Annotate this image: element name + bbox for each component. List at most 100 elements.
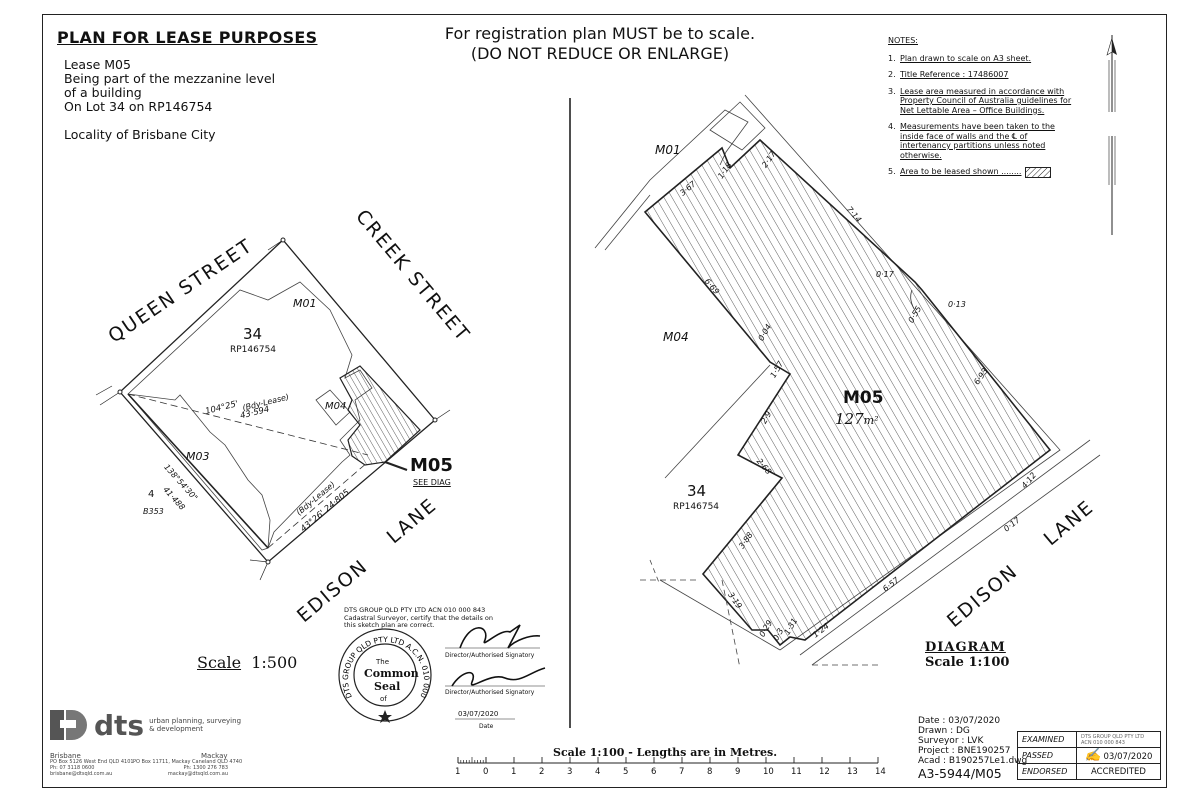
scale-word: Scale xyxy=(197,653,242,672)
left-scale: Scale 1:500 xyxy=(197,653,297,672)
info-surveyor: Surveyor : LVK xyxy=(918,736,984,746)
stamp-examined-label: EXAMINED xyxy=(1017,731,1077,748)
note-number: 5. xyxy=(888,167,896,176)
stamp-endorsed-value: ACCREDITED xyxy=(1076,763,1161,780)
adjoining-plan: B353 xyxy=(143,507,164,516)
unit-label-m04: M04 xyxy=(663,330,689,344)
cert-statement: Cadastral Surveyor, certify that the det… xyxy=(344,613,493,629)
office-line: mackay@dtsqld.com.au xyxy=(167,770,228,777)
cert-date: 03/07/2020 xyxy=(458,710,499,718)
registration-note: For registration plan MUST be to scale. … xyxy=(420,24,780,64)
plan-reference: RP146754 xyxy=(230,345,277,355)
company-tagline: urban planning, surveying & development xyxy=(149,717,241,733)
note-number: 4. xyxy=(888,122,896,131)
notes-heading: NOTES: xyxy=(888,36,918,45)
note-number: 2. xyxy=(888,70,896,79)
scale-tick-label: 6 xyxy=(651,767,657,777)
note-item: 2. Title Reference : 17486007 xyxy=(888,70,1073,80)
see-diagram-note: SEE DIAG xyxy=(413,478,451,487)
logo-row: dts urban planning, surveying & developm… xyxy=(48,708,241,742)
scale-bar xyxy=(457,757,879,764)
note-item: 3. Lease area measured in accordance with… xyxy=(888,87,1073,116)
scale-tick-label: 9 xyxy=(735,767,741,777)
notes-panel: NOTES: 1.Plan drawn to scale on A3 sheet… xyxy=(888,36,1073,185)
seal-the: The xyxy=(376,658,390,666)
note-item: 1.Plan drawn to scale on A3 sheet. xyxy=(888,54,1073,64)
office-mackay-details: PO Box 11711, Mackay Caneland QLD 4740 P… xyxy=(133,759,243,777)
tagline-line: urban planning, surveying xyxy=(149,717,242,725)
scale-tick-label: 1 xyxy=(511,767,517,777)
diagram-label: DIAGRAM Scale 1:100 xyxy=(925,640,1009,670)
office-line: Ph: 07 3118 0600 xyxy=(50,764,95,771)
seal-word: Seal xyxy=(374,680,401,693)
scale-value: 1:500 xyxy=(251,653,298,672)
signature xyxy=(445,667,546,687)
scale-tick-label: 10 xyxy=(763,767,774,777)
office-brisbane-details: PO Box 5126 West End QLD 4101 Ph: 07 311… xyxy=(50,759,134,777)
plan-reference: RP146754 xyxy=(673,502,720,512)
lot-number: 34 xyxy=(243,325,263,343)
adjoining-lot: 4 xyxy=(148,489,155,500)
note-number: 3. xyxy=(888,86,896,96)
tagline-line: & development xyxy=(149,725,203,733)
dimension-label: 0·13 xyxy=(948,300,966,309)
scale-tick-label: 3 xyxy=(567,767,573,777)
company-name: dts xyxy=(94,708,145,742)
office-line: Ph: 1300 276 783 xyxy=(183,764,228,771)
lease-area: 127m² xyxy=(835,410,878,428)
stamp-passed-label: PASSED xyxy=(1017,747,1077,764)
scale-tick-label: 8 xyxy=(707,767,713,777)
right-diagram xyxy=(594,94,1101,669)
stamp-passed-value: ✍ 03/07/2020 xyxy=(1076,747,1161,764)
diagram-title: DIAGRAM xyxy=(925,640,1006,655)
signatory-label: Director/Authorised Signatory xyxy=(445,689,535,696)
hatch-legend-icon xyxy=(1025,167,1052,178)
project-info: Date : 03/07/2020 Drawn : DG Surveyor : … xyxy=(918,716,1027,782)
signature xyxy=(445,624,541,649)
unit-label-m01: M01 xyxy=(293,297,317,310)
office-brisbane-name: Brisbane xyxy=(50,752,81,760)
dimension-label: 0·17 xyxy=(876,270,894,279)
area-value: 127 xyxy=(835,410,864,428)
plan-title: PLAN FOR LEASE PURPOSES xyxy=(57,28,318,47)
note-item: 4. Measurements have been taken to the in… xyxy=(888,122,1073,160)
unit-label-m01: M01 xyxy=(655,143,681,157)
note-text: Lease area measured in accordance with P… xyxy=(900,86,1072,115)
office-line: PO Box 11711, Mackay Caneland QLD 4740 xyxy=(133,759,243,765)
left-site-plan xyxy=(95,237,451,581)
stamp-signature: ✍ xyxy=(1084,748,1101,763)
lease-line: Being part of the mezzanine level xyxy=(64,71,276,86)
drawing-sheet xyxy=(42,14,1167,788)
cert-date-label: Date xyxy=(479,723,494,730)
stamp-endorsed-label: ENDORSED xyxy=(1017,763,1077,780)
m05-label: M05 xyxy=(843,388,884,408)
cert-company: DTS GROUP QLD PTY LTD ACN 010 000 843 xyxy=(344,606,486,614)
info-date: Date : 03/07/2020 xyxy=(918,716,1001,726)
locality: Locality of Brisbane City xyxy=(64,127,216,142)
scale-tick-label: 11 xyxy=(791,767,802,777)
common-seal-icon xyxy=(338,628,432,723)
company-logo: dts urban planning, surveying & developm… xyxy=(48,708,241,742)
registration-note-line-1: For registration plan MUST be to scale. xyxy=(444,24,756,43)
office-line: brisbane@dtsqld.com.au xyxy=(50,770,113,777)
seal-common: Common xyxy=(364,667,419,680)
office-mackay-name: Mackay xyxy=(201,752,228,760)
scale-tick-label: 7 xyxy=(679,767,685,777)
seal-of: of xyxy=(380,695,387,703)
area-unit: m² xyxy=(863,414,879,427)
note-number: 1. xyxy=(888,53,896,63)
scale-tick-label: 12 xyxy=(819,767,830,777)
scale-tick-label: 5 xyxy=(623,767,629,777)
scale-bar-title: Scale 1:100 - Lengths are in Metres. xyxy=(553,746,778,759)
note-item: 5. Area to be leased shown ........ xyxy=(888,167,1073,178)
note-text: Measurements have been taken to the insi… xyxy=(900,122,1055,160)
info-project: Project : BNE190257 xyxy=(918,746,1011,756)
stamp-examined-value: DTS GROUP QLD PTY LTD ACN 010 000 843 xyxy=(1076,731,1161,748)
scale-tick-label: 0 xyxy=(483,767,489,777)
signatory-label: Director/Authorised Signatory xyxy=(445,652,535,659)
lease-description: Lease M05 Being part of the mezzanine le… xyxy=(64,58,324,142)
note-text: Area to be leased shown ........ xyxy=(900,167,1022,176)
lot-number: 34 xyxy=(687,482,707,500)
note-text: Title Reference : 17486007 xyxy=(900,70,1009,79)
